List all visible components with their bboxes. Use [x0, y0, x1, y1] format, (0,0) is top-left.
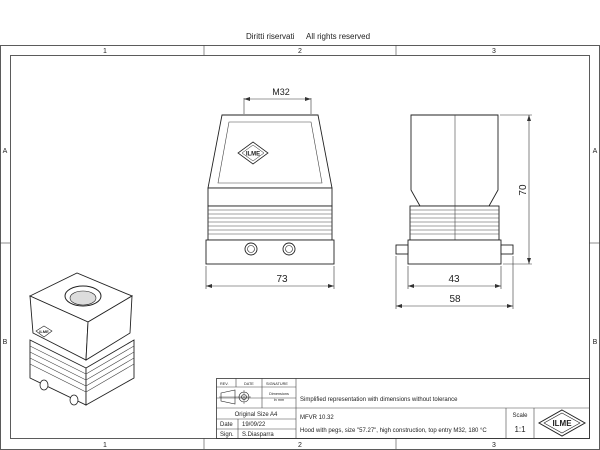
logo-front-icon: ILME [237, 141, 269, 165]
dimension-label-m32: M32 [272, 87, 290, 97]
scale-value: 1:1 [514, 425, 526, 434]
zone-ticks [0, 45, 600, 449]
column-label-bottom-1: 1 [103, 442, 107, 449]
dimension-label-70: 70 [518, 184, 529, 196]
logo-isometric-icon: ILME [35, 325, 53, 338]
title-block [216, 378, 590, 439]
column-label-top-1: 1 [103, 48, 107, 55]
column-label-bottom-3: 3 [492, 442, 496, 449]
row-label-left-a: A [3, 148, 8, 155]
product-code: MFVR 10.32 [300, 415, 334, 421]
column-label-top-3: 3 [492, 48, 496, 55]
dimension-label-73: 73 [276, 274, 288, 285]
dimension-m32 [243, 97, 312, 114]
sign-key: Sign. [220, 432, 234, 438]
dimension-70 [500, 114, 532, 265]
svg-text:ILME: ILME [246, 152, 260, 158]
product-description: Hood with pegs, size "57.27", high const… [300, 428, 487, 434]
isometric-view: ILME [28, 272, 135, 406]
dimension-58 [395, 256, 514, 309]
row-label-right-a: A [593, 148, 598, 155]
dimension-label-58: 58 [449, 294, 461, 305]
representation-note: Simplified representation with dimension… [300, 397, 458, 403]
column-label-bottom-2: 2 [298, 442, 302, 449]
scale-label: Scale [512, 413, 528, 419]
date-label: DATE [244, 382, 254, 386]
row-label-left-b: B [3, 339, 8, 346]
sign-value: S.Diasparra [242, 432, 274, 438]
dimension-43 [407, 266, 502, 289]
dimension-73 [205, 266, 335, 289]
company-logo-icon: ILME [537, 409, 587, 437]
date-key: Date [220, 422, 233, 428]
date-value: 19/09/22 [242, 422, 266, 428]
svg-text:ILME: ILME [552, 419, 572, 428]
dimensions-note-line1: Dimensions [269, 392, 289, 396]
row-label-right-b: B [593, 339, 598, 346]
signature-label: SIGNATURE [266, 382, 288, 386]
rights-reserved-en: All rights reserved [306, 32, 370, 41]
front-view: ILME [205, 114, 335, 265]
rights-reserved-it: Diritti riservati [246, 32, 295, 41]
dimensions-note-line2: in mm [274, 398, 284, 402]
svg-text:ILME: ILME [39, 329, 49, 334]
dimension-label-43: 43 [448, 274, 460, 285]
rev-label: REV. [220, 382, 229, 386]
original-size: Original Size A4 [235, 412, 278, 418]
side-view [395, 114, 514, 265]
projection-symbol-icon [219, 389, 251, 405]
column-label-top-2: 2 [298, 48, 302, 55]
